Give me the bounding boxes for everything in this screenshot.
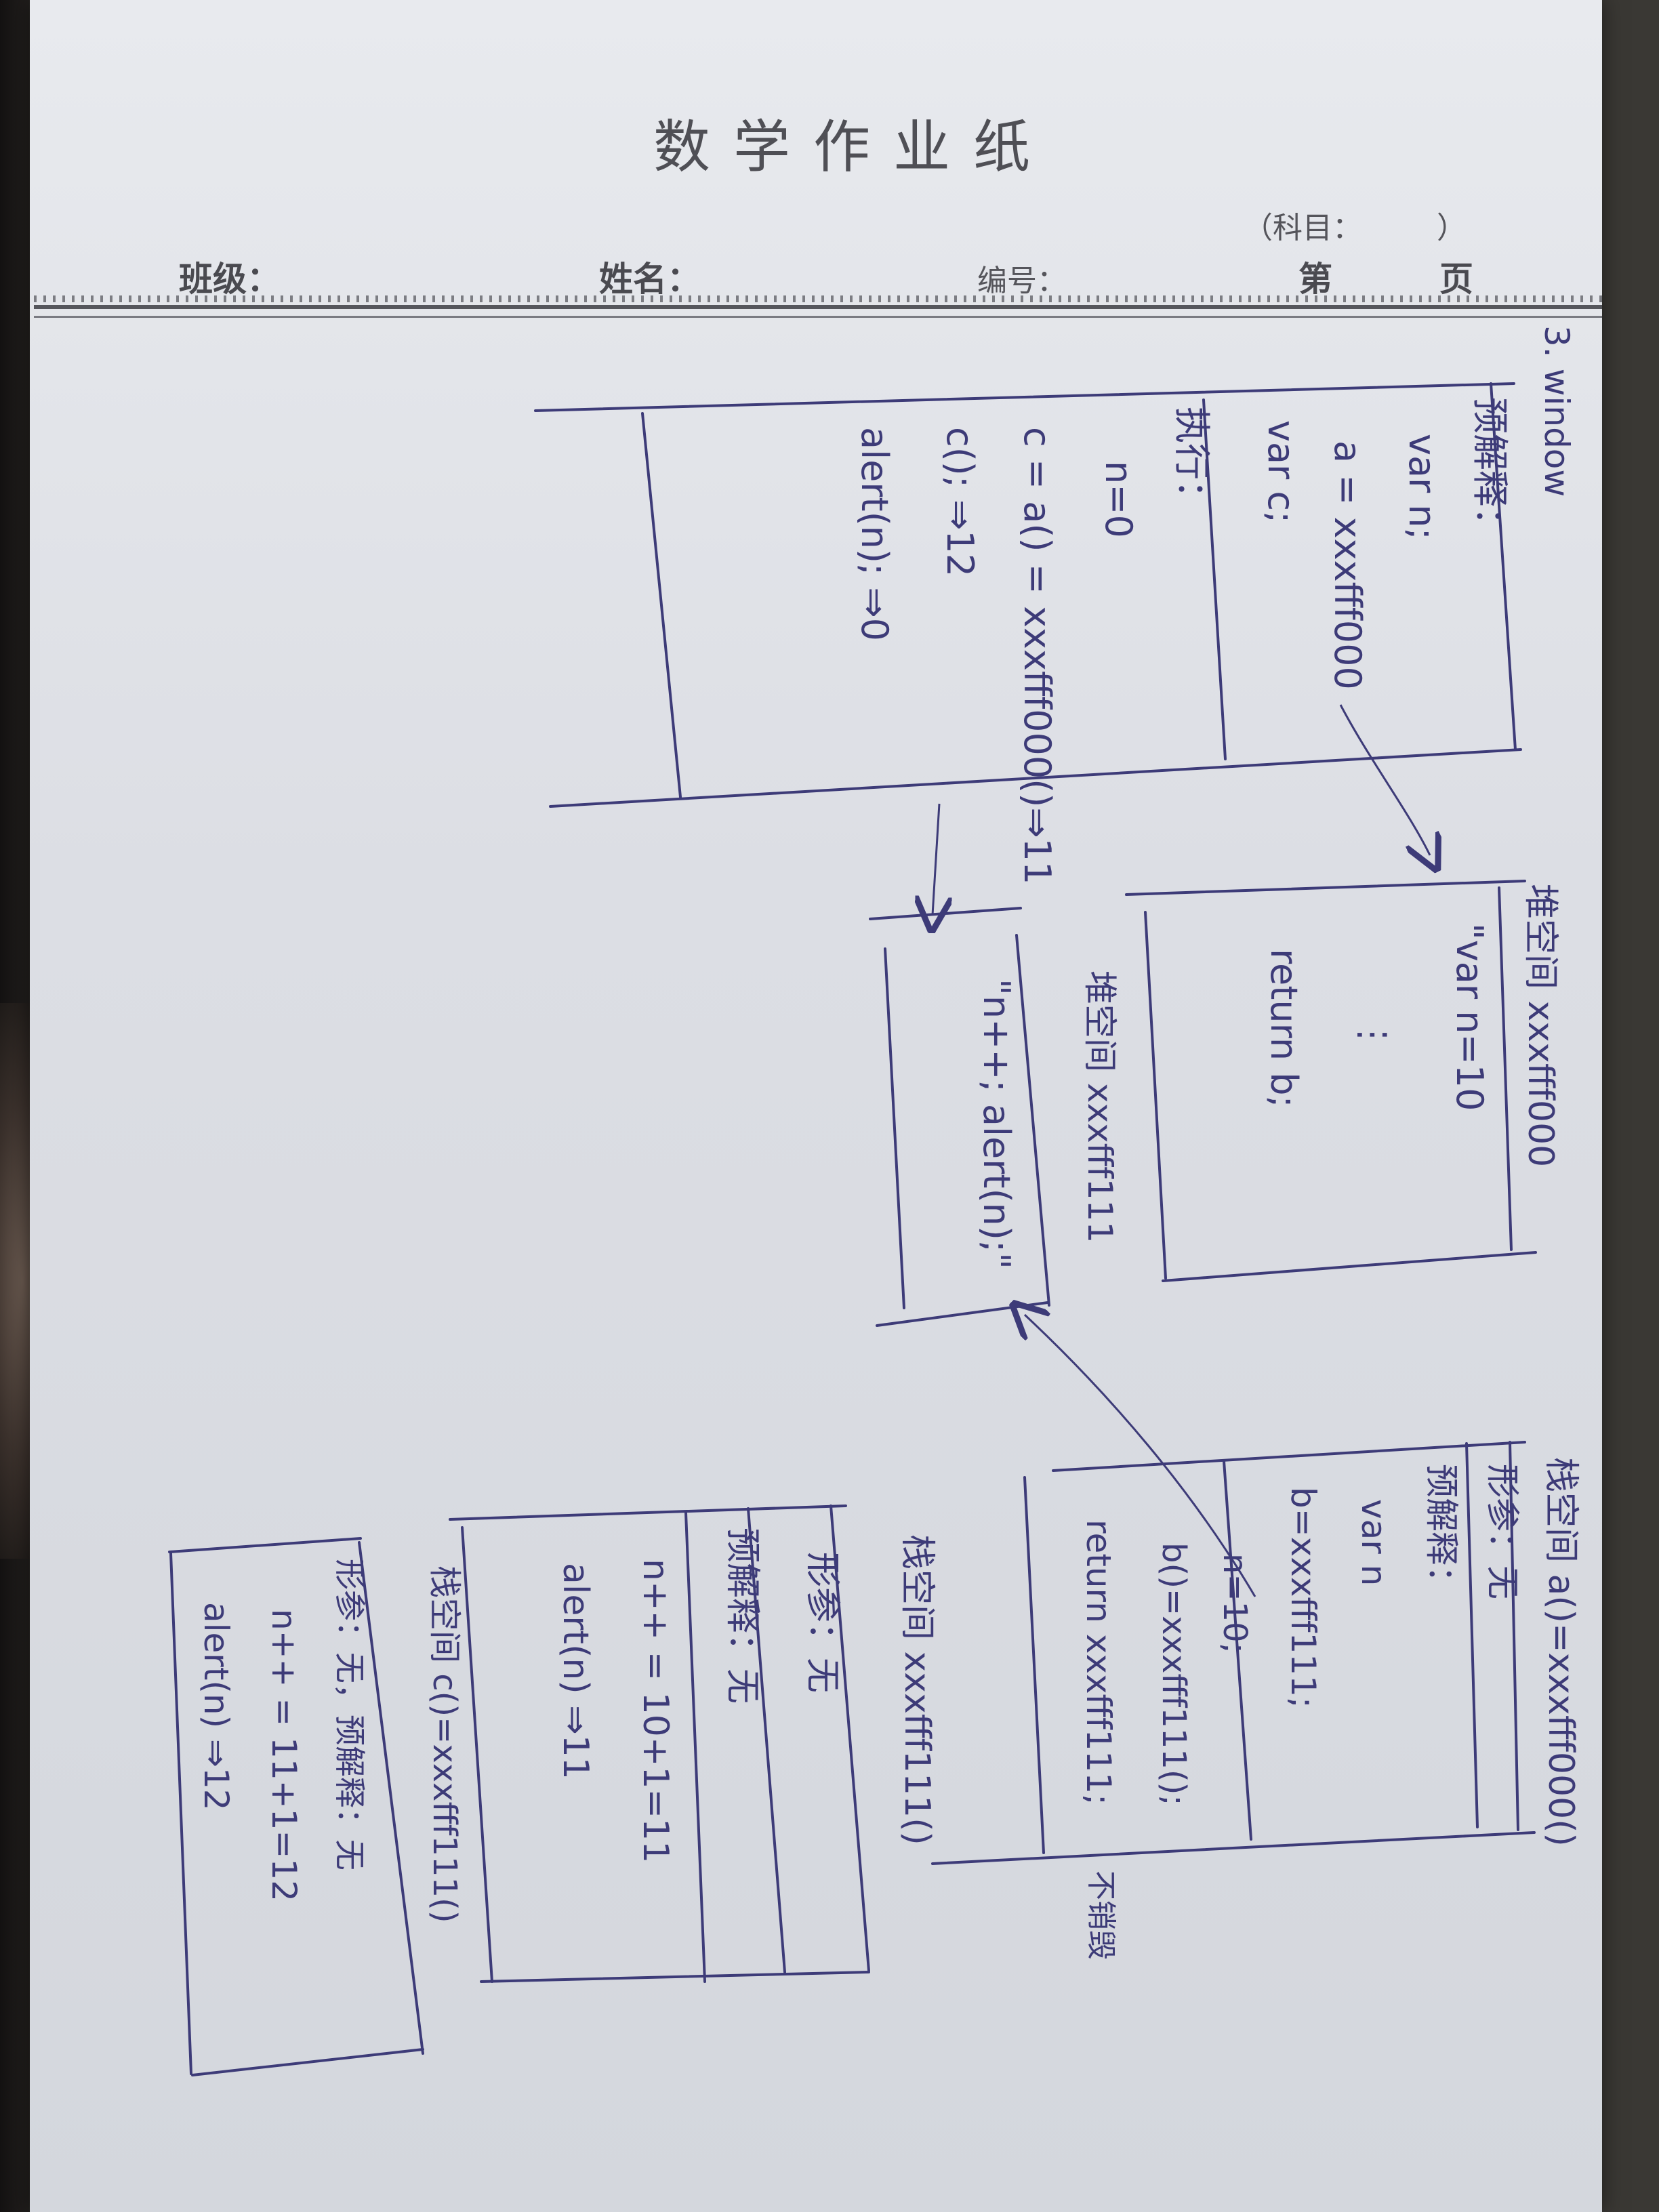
heap1-label: 堆空间 xxxfff000	[1520, 884, 1561, 1167]
heap1-code-1: "var n=10	[1448, 923, 1491, 1111]
arrow-a-to-heap1	[1339, 704, 1430, 855]
global-n0: n=0	[1097, 461, 1140, 538]
stack-b-npp: n++ = 10+1=11	[635, 1559, 676, 1863]
heap2-code: "n++; alert(n);"	[975, 979, 1018, 1269]
stack-a-ret: return xxxfff111;	[1079, 1519, 1118, 1805]
stack-a-note: 不销毁	[1084, 1870, 1118, 1960]
header-rule-thin	[34, 316, 1602, 318]
stack-b-box	[449, 1504, 870, 1983]
subject-field: （科目： ）	[1243, 211, 1467, 245]
stack-a-box	[931, 1441, 1536, 1865]
global-var-n: var n;	[1401, 434, 1443, 540]
stack-b-text: 栈空间 xxxfff111() 形参：无 预解释：无 n++ = 10+1=11…	[555, 1528, 937, 1863]
arrow-c-to-heap2	[933, 803, 939, 915]
global-alert: alert(n); ⇒0	[853, 427, 896, 641]
heap-xxxfff111-box	[869, 907, 1050, 1327]
class-label: 班级：	[179, 260, 281, 299]
header-rule	[34, 305, 1602, 309]
heap2-label: 堆空间 xxxfff111	[1080, 970, 1120, 1243]
stack-a-formal: 形参：无	[1483, 1464, 1522, 1599]
stack-a-b-call: b()=xxxfff111();	[1155, 1542, 1193, 1806]
stack-a-n10: n=10;	[1216, 1553, 1254, 1654]
stack-c-npp: n++ = 11+1=12	[264, 1609, 304, 1902]
heap-xxxfff000-box	[1125, 880, 1537, 1282]
page-label-ye: 页	[1439, 260, 1473, 299]
header-dotted-rule	[34, 295, 1602, 302]
global-a-assign: a = xxxfff000	[1326, 441, 1369, 690]
stack-a-text: 栈空间 a()=xxxfff000() 形参：无 预解释： var n b=xx…	[1079, 1457, 1581, 1960]
stack-b-formal: 形参：无	[802, 1552, 842, 1693]
page-label-di: 第	[1298, 260, 1332, 299]
global-scope-text: 预解释： var n; a = xxxfff000 var c; 执行： n=0…	[853, 397, 1511, 884]
global-c-call: c(); ⇒12	[939, 427, 981, 577]
stack-b-label: 栈空间 xxxfff111()	[897, 1534, 937, 1845]
number-label: 编号：	[977, 264, 1067, 298]
stack-b-alert: alert(n) ⇒11	[555, 1563, 596, 1780]
paper-title: 数学作业纸	[653, 114, 1054, 180]
arrow-b-to-heap2	[1025, 1315, 1256, 1597]
stack-a-var-n: var n	[1354, 1499, 1393, 1586]
global-exec: 执行：	[1170, 407, 1213, 516]
global-c-assign: c = a() = xxxfff000()⇒11	[1016, 427, 1059, 884]
heap-xxxfff111-text: 堆空间 xxxfff111 "n++; alert(n);"	[975, 970, 1120, 1269]
global-scope-box	[534, 382, 1522, 808]
stack-c-alert: alert(n) ⇒12	[197, 1602, 236, 1811]
heap-xxxfff000-text: 堆空间 xxxfff000 "var n=10 ⋮ return b;	[1263, 884, 1561, 1167]
name-label: 姓名：	[599, 260, 701, 299]
stack-c-box	[168, 1537, 424, 2076]
heap1-code-dots: ⋮	[1352, 1017, 1395, 1053]
stack-c-label: 栈空间 c()=xxxfff111()	[426, 1565, 464, 1923]
global-pre: 预解释：	[1469, 397, 1511, 544]
stack-b-pre: 预解释：无	[722, 1528, 762, 1704]
problem-label: 3. window	[1537, 325, 1576, 497]
stack-c-formal: 形参：无，预解释：无	[331, 1559, 368, 1870]
stack-a-pre: 预解释：	[1422, 1464, 1461, 1599]
heap1-code-ret: return b;	[1263, 949, 1305, 1108]
global-var-c: var c;	[1260, 420, 1303, 523]
stack-a-b-assign: b=xxxfff111;	[1284, 1487, 1323, 1708]
stack-a-label: 栈空间 a()=xxxfff000()	[1540, 1457, 1581, 1847]
stack-c-text: 栈空间 c()=xxxfff111() 形参：无，预解释：无 n++ = 11+…	[197, 1559, 464, 1923]
